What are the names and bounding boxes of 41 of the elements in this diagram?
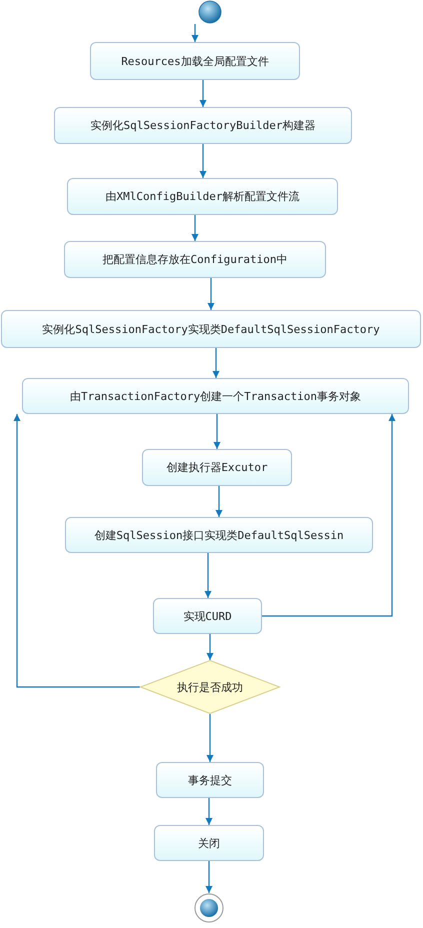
process-box <box>90 42 300 80</box>
step-label: 把配置信息存放在Configuration中 <box>102 252 288 267</box>
process-box <box>64 241 326 278</box>
arrow <box>216 486 222 517</box>
step-label: 由TransactionFactory创建一个Transaction事务对象 <box>70 388 362 404</box>
arrow <box>208 278 214 310</box>
step-label: 创建SqlSession接口实现类DefaultSqlSessin <box>94 528 344 542</box>
arrow <box>206 634 214 660</box>
arrow <box>212 348 220 378</box>
process-box <box>54 107 352 144</box>
decision-diamond <box>140 660 280 714</box>
process-box <box>142 449 292 486</box>
arrow <box>262 414 396 617</box>
step-label: 实现CURD <box>183 608 232 624</box>
arrow <box>214 414 220 449</box>
step-label: 关闭 <box>198 836 220 850</box>
process-box <box>1 310 421 348</box>
arrow <box>192 24 198 42</box>
decision-label: 执行是否成功 <box>177 680 243 694</box>
end-node <box>194 893 224 923</box>
arrow <box>204 553 212 598</box>
arrow <box>200 144 206 178</box>
step-label: 实例化SqlSessionFactoryBuilder构建器 <box>90 118 316 133</box>
step-label: Resources加载全局配置文件 <box>121 54 269 68</box>
start-node <box>198 0 222 24</box>
arrow <box>206 798 212 825</box>
process-box <box>154 825 264 861</box>
process-box <box>22 378 409 414</box>
step-label: 事务提交 <box>188 772 232 788</box>
arrow <box>206 714 214 762</box>
process-box <box>65 517 373 553</box>
step-label: 创建执行器Excutor <box>166 460 268 475</box>
step-label: 由XMlConfigBuilder解析配置文件流 <box>106 189 300 204</box>
arrow <box>206 861 212 893</box>
process-box <box>156 762 264 798</box>
step-label: 实例化SqlSessionFactory实现类DefaultSqlSessionFactory <box>42 322 380 336</box>
process-box <box>153 598 262 634</box>
process-box <box>67 178 338 215</box>
arrow <box>192 215 198 241</box>
arrow <box>200 80 206 107</box>
arrow <box>14 414 140 688</box>
